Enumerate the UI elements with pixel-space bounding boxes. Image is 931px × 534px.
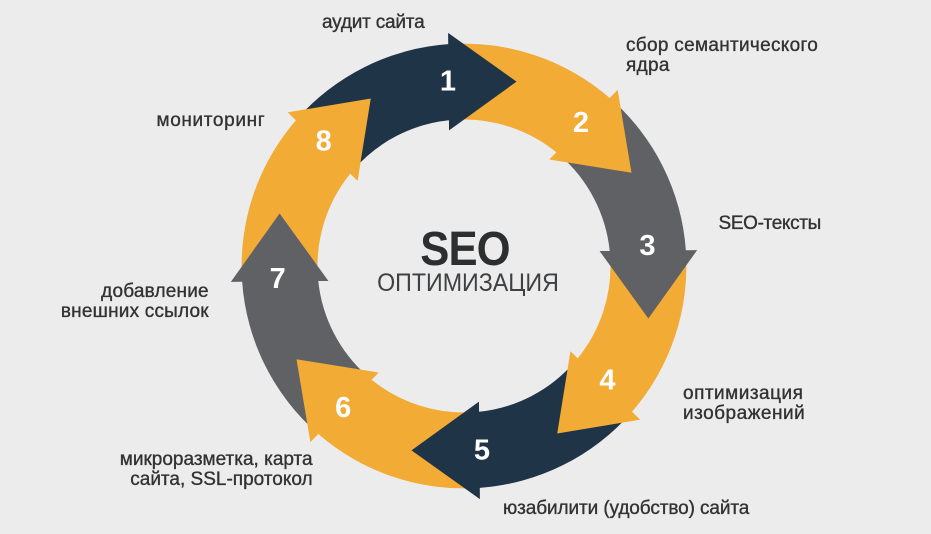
svg-text:8: 8 xyxy=(316,125,332,157)
svg-text:7: 7 xyxy=(270,263,286,295)
svg-text:4: 4 xyxy=(599,365,615,397)
svg-text:1: 1 xyxy=(440,66,456,98)
svg-text:2: 2 xyxy=(573,107,589,139)
svg-text:6: 6 xyxy=(335,392,351,424)
svg-text:3: 3 xyxy=(639,230,655,262)
svg-text:5: 5 xyxy=(474,435,490,467)
